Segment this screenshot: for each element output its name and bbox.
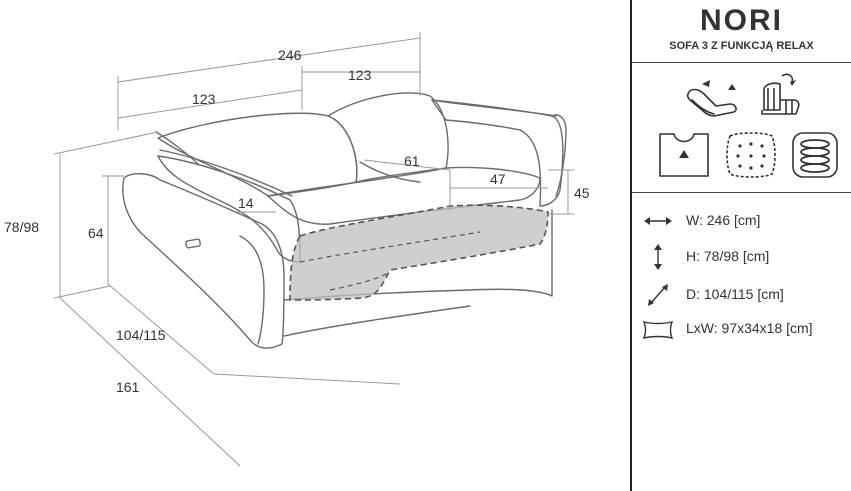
relax-position-icon: [686, 80, 737, 117]
front-pillow: [157, 155, 301, 263]
spec-depth: D: 104/115 [cm]: [632, 280, 851, 310]
soft-seat-icon: [659, 133, 709, 177]
dim-depth-extended: 161: [116, 379, 140, 395]
quilted-cushion-icon: [726, 132, 776, 178]
spring-icon: [792, 132, 838, 178]
spec-width: W: 246 [cm]: [632, 206, 851, 236]
control-button: [185, 238, 201, 249]
recliner-footrest-extended: [289, 204, 549, 301]
spec-width-text: W: 246 [cm]: [686, 212, 761, 228]
panel-separator-2: [632, 192, 851, 193]
spec-depth-text: D: 104/115 [cm]: [686, 286, 784, 302]
dim-depth: 104/115: [116, 327, 166, 343]
dim-total-width: 246: [278, 47, 302, 63]
recliner-mechanism-icon: [761, 73, 800, 115]
panel-divider: [630, 0, 632, 491]
spec-pillow: LxW: 97x34x18 [cm]: [632, 314, 851, 344]
product-subtitle: SOFA 3 Z FUNKCJĄ RELAX: [669, 40, 814, 52]
width-arrow-icon: [644, 217, 672, 225]
dim-half-right: 123: [348, 67, 372, 83]
pillow-icon: [642, 321, 674, 339]
left-armrest: [122, 173, 285, 349]
seat-cushion: [267, 166, 541, 225]
dim-armrest-width: 14: [238, 195, 254, 211]
dim-seat-height-front: 47: [490, 171, 506, 187]
spec-pillow-text: LxW: 97x34x18 [cm]: [686, 320, 813, 336]
right-armrest: [431, 99, 564, 207]
depth-arrow-icon: [648, 284, 668, 306]
height-arrow-icon: [654, 244, 662, 270]
spec-height-text: H: 78/98 [cm]: [686, 248, 770, 264]
dim-seat-depth: 61: [404, 153, 420, 169]
dim-half-left: 123: [192, 91, 216, 107]
product-name: NORI: [700, 4, 783, 37]
panel-separator: [632, 62, 851, 63]
dim-total-height: 78/98: [4, 219, 39, 235]
back-cushion-right: [327, 92, 449, 183]
dim-seat-height: 45: [574, 185, 590, 201]
info-panel: NORI SOFA 3 Z FUNKCJĄ RELAX: [632, 0, 851, 491]
sofa-technical-drawing: 246 123 123 78/98 64 61 47 45 14 104/115…: [4, 32, 590, 467]
spec-height: H: 78/98 [cm]: [632, 242, 851, 272]
dim-back-height: 64: [88, 225, 104, 241]
